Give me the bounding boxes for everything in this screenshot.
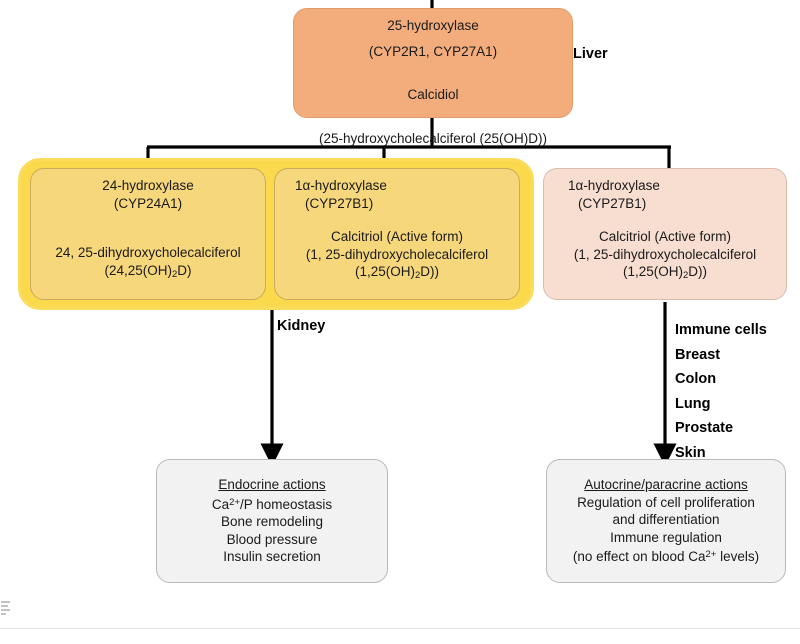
tissue-item-immune-cells: Immune cells	[675, 322, 767, 338]
tissue-item-lung: Lung	[675, 395, 711, 412]
endocrine-item-calcium-phosphate: Ca2+/P homeostasis	[212, 494, 332, 513]
liver-box: 25-hydroxylase (CYP2R1, CYP27A1) Calcidi…	[293, 8, 573, 146]
page-corner-artifact	[1, 601, 10, 619]
tissue-item-skin: Skin	[675, 444, 706, 461]
kidney-1a-product-short-post: D))	[420, 264, 440, 279]
extrarenal-product-short-post: D))	[688, 264, 708, 279]
autocrine-paracrine-actions-box: Autocrine/paracrine actions Regulation o…	[546, 459, 786, 583]
kidney-24-product-subscript: 2	[171, 268, 178, 280]
kidney-24-enzyme-genes: (CYP24A1)	[113, 195, 183, 211]
autocrine-item-no-calcium-effect: (no effect on blood Ca2+ levels)	[573, 546, 759, 565]
kidney-1a-enzyme-genes: (CYP27B1)	[305, 195, 374, 211]
organ-label-liver: Liver	[573, 46, 608, 62]
tissue-item-breast: Breast	[675, 346, 721, 363]
kidney-1a-product-subscript: 2	[414, 270, 421, 282]
autocrine-line4-superscript: 2+	[705, 549, 717, 561]
kidney-1a-product: Calcitriol (Active form)	[330, 229, 463, 244]
endocrine-item-bone-remodeling: Bone remodeling	[220, 514, 324, 530]
extrarenal-1a-hydroxylase-box: 1α-hydroxylase (CYP27B1) Calcitriol (Act…	[543, 168, 787, 300]
kidney-1a-enzyme-name: 1α-hydroxylase	[295, 178, 387, 193]
extrarenal-product-subscript: 2	[682, 270, 689, 282]
endocrine-actions-box: Endocrine actions Ca2+/P homeostasis Bon…	[156, 459, 388, 583]
kidney-24-enzyme-name: 24-hydroxylase	[102, 178, 194, 193]
kidney-1a-product-short-pre: (1,25(OH)	[354, 264, 415, 279]
kidney-24-product: 24, 25-dihydroxycholecalciferol	[55, 245, 241, 260]
kidney-1a-product-full: (1, 25-dihydroxycholecalciferol	[305, 246, 489, 262]
extrarenal-tissue-list: Immune cells Breast Colon Lung Prostate …	[675, 318, 767, 465]
endocrine-heading: Endocrine actions	[218, 477, 326, 493]
extrarenal-enzyme-name: 1α-hydroxylase	[568, 178, 660, 193]
autocrine-line4-pre: (no effect on blood Ca	[572, 549, 706, 565]
organ-label-kidney: Kidney	[277, 318, 326, 334]
bottom-divider	[0, 628, 800, 629]
endocrine-item1-pre: Ca	[211, 496, 230, 512]
extrarenal-product-full: (1, 25-dihydroxycholecalciferol	[573, 246, 757, 262]
kidney-24-product-short: (24,25(OH)2D)	[104, 262, 191, 284]
tissue-item-colon: Colon	[675, 371, 717, 387]
kidney-1a-hydroxylase-box: 1α-hydroxylase (CYP27B1) Calcitriol (Act…	[274, 168, 520, 300]
endocrine-item1-superscript: 2+	[229, 496, 241, 508]
endocrine-item-blood-pressure: Blood pressure	[226, 531, 318, 547]
kidney-24-product-short-pre: (24,25(OH)	[104, 262, 172, 278]
endocrine-item-insulin-secretion: Insulin secretion	[223, 549, 321, 565]
liver-enzyme-genes: (CYP2R1, CYP27A1)	[368, 43, 498, 59]
autocrine-item-differentiation: and differentiation	[612, 512, 720, 528]
extrarenal-product-short: (1,25(OH)2D))	[623, 263, 707, 285]
kidney-24-hydroxylase-box: 24-hydroxylase (CYP24A1) 24, 25-dihydrox…	[30, 168, 266, 300]
autocrine-line4-post: levels)	[716, 549, 760, 565]
extrarenal-product: Calcitriol (Active form)	[598, 229, 731, 244]
liver-enzyme-name: 25-hydroxylase	[387, 18, 479, 33]
liver-metabolite: Calcidiol	[407, 87, 459, 102]
endocrine-item1-post: /P homeostasis	[240, 496, 333, 512]
liver-metabolite-full: (25-hydroxycholecalciferol (25(OH)D))	[318, 130, 548, 146]
kidney-24-product-short-post: D)	[177, 262, 192, 278]
extrarenal-enzyme-genes: (CYP27B1)	[578, 195, 647, 211]
autocrine-heading: Autocrine/paracrine actions	[584, 477, 748, 493]
extrarenal-product-short-pre: (1,25(OH)	[622, 264, 683, 279]
tissue-item-prostate: Prostate	[675, 420, 734, 436]
autocrine-item-immune-regulation: Immune regulation	[610, 529, 722, 545]
kidney-1a-product-short: (1,25(OH)2D))	[355, 263, 439, 285]
autocrine-item-proliferation: Regulation of cell proliferation	[577, 494, 755, 510]
